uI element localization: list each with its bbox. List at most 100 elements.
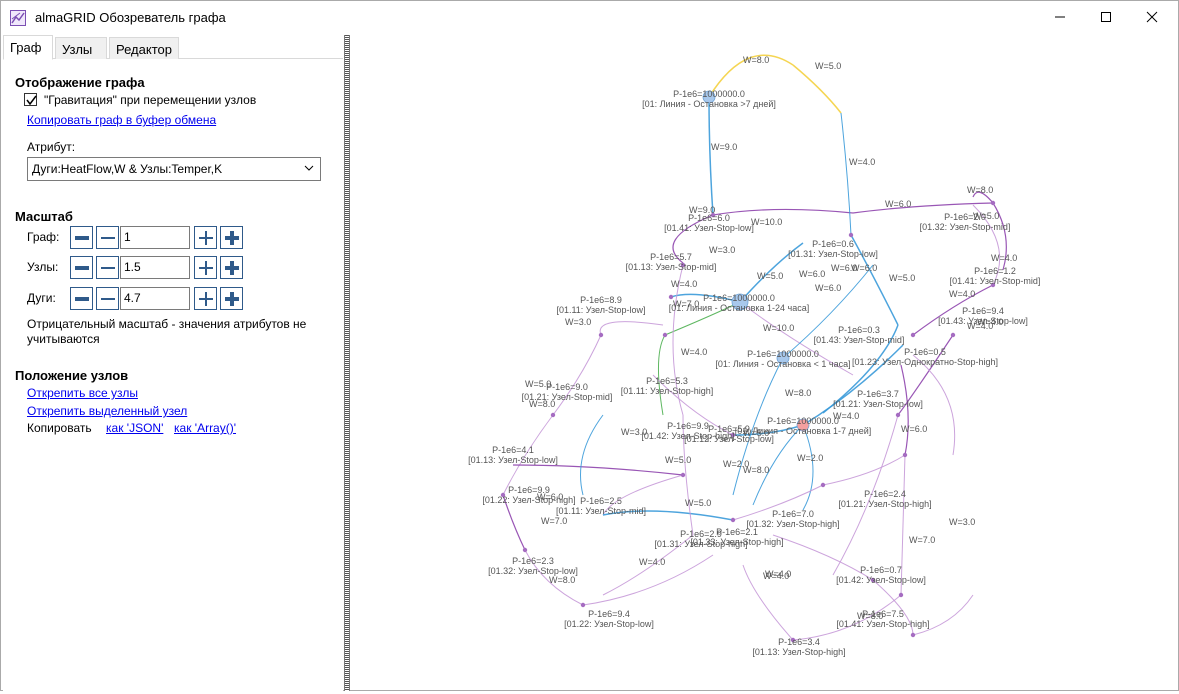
scale-nodes-decrease-big-button[interactable] — [70, 256, 93, 279]
graph-junction — [500, 492, 506, 498]
minus-icon — [100, 297, 115, 300]
graph-junction — [902, 452, 908, 458]
graph-node-value: P-1e6=9.4 — [588, 609, 630, 619]
graph-edge — [582, 554, 714, 606]
graph-junction — [580, 602, 586, 608]
scale-edges-decrease-button[interactable] — [96, 287, 119, 310]
scale-graph-input[interactable]: 1 — [120, 226, 190, 249]
graph-edge-label: W=4.0 — [967, 321, 993, 331]
graph-edge — [992, 202, 1007, 271]
graph-node-label: [01.32: Узел-Stop-low] — [488, 566, 578, 576]
graph-node-label: [01.23: Узел-Однократно-Stop-high] — [852, 357, 998, 367]
scale-graph-increase-big-button[interactable] — [220, 226, 243, 249]
scale-edges-input[interactable]: 4.7 — [120, 287, 190, 310]
graph-edge-label: W=4.0 — [977, 317, 1003, 327]
graph-node-value: P-1e6=0.3 — [838, 325, 880, 335]
minimize-button[interactable] — [1037, 1, 1083, 33]
graph-edge — [602, 534, 694, 596]
copy-json-link[interactable]: как 'JSON' — [106, 421, 164, 435]
copy-graph-link[interactable]: Копировать граф в буфер обмена — [27, 113, 217, 127]
graph-edge — [912, 594, 974, 636]
graph-edge — [912, 284, 994, 336]
graph-canvas[interactable]: P-1e6=1000000.0[01: Линия - Остановка >7… — [353, 35, 1179, 691]
graph-node-value: P-1e6=0.5 — [904, 347, 946, 357]
graph-edge — [602, 474, 684, 516]
graph-node-value: P-1e6=2.0 — [944, 212, 986, 222]
graph-node-label: [01.21: Узел-Stop-high] — [838, 499, 931, 509]
graph-edge-label: W=5.0 — [973, 211, 999, 221]
unpin-all-link[interactable]: Открепить все узлы — [27, 386, 138, 400]
graph-edge-label: W=10.0 — [763, 323, 794, 333]
graph-edge-label: W=4.0 — [991, 253, 1017, 263]
graph-edge — [802, 424, 814, 511]
scale-note: Отрицательный масштаб - значения атрибут… — [27, 317, 307, 346]
graph-edge — [552, 334, 602, 416]
plus-bold-icon — [224, 291, 239, 306]
graph-edge-label: W=3.0 — [709, 245, 735, 255]
graph-edge — [670, 293, 741, 303]
graph-node-label: [01.11: Узел-Stop-low] — [556, 305, 645, 315]
graph-junction — [990, 200, 996, 206]
graph-junction — [662, 332, 668, 338]
unpin-selected-link[interactable]: Открепить выделенный узел — [27, 404, 188, 418]
graph-svg[interactable]: P-1e6=1000000.0[01: Линия - Остановка >7… — [353, 35, 1179, 691]
scale-graph-decrease-button[interactable] — [96, 226, 119, 249]
graph-junction — [598, 332, 604, 338]
graph-edge — [772, 534, 874, 581]
scale-graph-increase-button[interactable] — [194, 226, 217, 249]
scale-nodes-increase-big-button[interactable] — [220, 256, 243, 279]
graph-edge-label: W=6.0 — [885, 199, 911, 209]
scale-nodes-decrease-button[interactable] — [96, 256, 119, 279]
graph-edge-label: W=4.0 — [763, 571, 789, 581]
graph-edge — [652, 374, 734, 436]
graph-edge — [900, 364, 909, 456]
scale-heading: Масштаб — [15, 209, 73, 224]
panel-splitter[interactable] — [344, 35, 350, 691]
graph-node-value: P-1e6=5.3 — [646, 376, 688, 386]
graph-edge — [742, 564, 794, 641]
scale-nodes-increase-button[interactable] — [194, 256, 217, 279]
tab-editor[interactable]: Редактор — [109, 37, 179, 59]
attribute-select[interactable]: Дуги:HeatFlow,W & Узлы:Temper,K — [27, 157, 321, 181]
maximize-icon — [1101, 12, 1111, 22]
scale-nodes-input[interactable]: 1.5 — [120, 256, 190, 279]
scale-edges-increase-button[interactable] — [194, 287, 217, 310]
close-button[interactable] — [1129, 1, 1175, 33]
graph-node-value: P-1e6=3.7 — [857, 389, 899, 399]
graph-node-label: [01.11: Узел-Stop-mid] — [556, 506, 646, 516]
graph-edge — [524, 549, 584, 606]
chevron-down-icon — [304, 165, 314, 171]
gravity-checkbox[interactable] — [24, 93, 37, 106]
graph-edge-label: W=2.0 — [797, 453, 823, 463]
graph-node-label: [01.41: Узел-Stop-mid] — [950, 276, 1041, 286]
minus-bold-icon — [74, 265, 89, 270]
minus-icon — [100, 236, 115, 239]
tab-nodes[interactable]: Узлы — [55, 37, 107, 59]
graph-edge-label: W=4.0 — [639, 557, 665, 567]
graph-junction — [730, 432, 736, 438]
plus-icon — [198, 291, 213, 306]
copy-array-link[interactable]: как 'Array()' — [174, 421, 237, 435]
scale-edges-decrease-big-button[interactable] — [70, 287, 93, 310]
graph-edge — [852, 202, 994, 214]
app-graph-icon — [10, 10, 26, 26]
maximize-button[interactable] — [1083, 1, 1129, 33]
graph-edge-label: W=7.0 — [909, 535, 935, 545]
graph-edge-label: W=5.0 — [685, 498, 711, 508]
scale-edges-increase-big-button[interactable] — [220, 287, 243, 310]
graph-hub-node — [702, 90, 716, 104]
graph-junction — [848, 232, 854, 238]
graph-junction — [820, 482, 826, 488]
scale-graph-decrease-big-button[interactable] — [70, 226, 93, 249]
graph-node-label: [01.43: Узел-Stop-mid] — [814, 335, 905, 345]
graph-node-value: P-1e6=2.3 — [512, 556, 554, 566]
graph-edge — [502, 494, 526, 551]
gravity-label: "Гравитация" при перемещении узлов — [44, 93, 257, 107]
title-bar[interactable]: almaGRID Обозреватель графа — [1, 1, 1178, 33]
graph-node-label: [01.22: Узел-Stop-low] — [564, 619, 654, 629]
graph-node-value: P-1e6=9.9 — [667, 421, 709, 431]
graph-node-value: P-1e6=5.7 — [650, 252, 692, 262]
close-icon — [1146, 11, 1158, 23]
graph-edge-label: W=9.0 — [689, 205, 715, 215]
tab-graph[interactable]: Граф — [3, 35, 53, 60]
